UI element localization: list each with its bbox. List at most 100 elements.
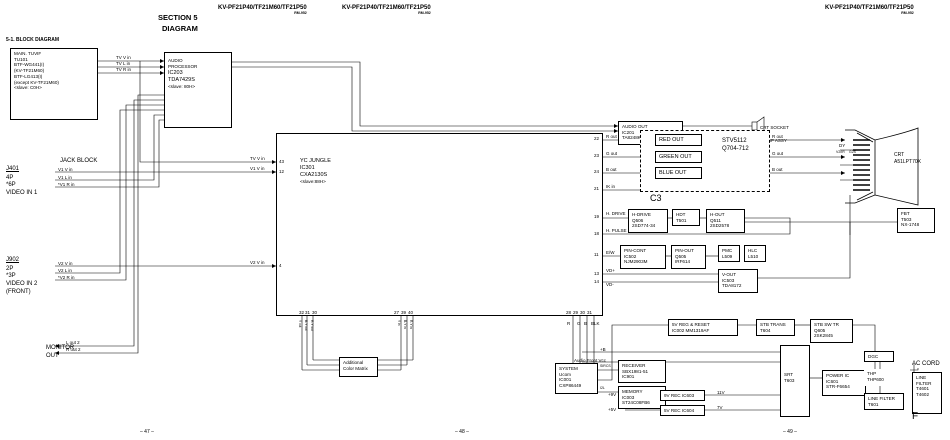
block-ic: L510 [748,253,759,259]
j401-line: *6P [6,182,16,188]
pin-number: 21 [594,186,600,191]
rail-tap-label: 7V [717,405,723,410]
f-label: F [912,411,919,422]
signal-label: V1 V in [58,167,73,172]
block-title: PIN-OUT [675,248,694,253]
9v-rec-block: 9V REC IC603 [660,390,705,401]
pin-number: 22 [594,136,600,141]
signal-label: R out 2 [66,347,81,352]
pin-label: Y in [397,320,402,326]
block-title: HLC [748,248,758,253]
block-ic: T601 [868,401,879,407]
block-title: 5V REG & RESET [672,322,710,327]
block-ic: Q506 [632,217,644,223]
pin-number: 31 [587,310,593,315]
hdt-block: HDT T501 [672,209,700,226]
block-title: SRT [784,372,794,377]
block-ic: L509 [722,253,733,259]
block-part: 2SD2578 [710,223,730,229]
page-header-left: KV-PF21P40/TF21M60/TF21P50 RM-952 [218,5,307,16]
block-part: NX-1748 [901,222,920,228]
tuner-block: MAIN. TUVIF TU101 BTF-WG441(I) (KV-TF21M… [10,48,98,120]
block-title: FBT [901,211,910,216]
tuner-line: (except KV-TF21M60) [14,79,59,85]
block-title: PIN-CONT [624,248,647,253]
pin-number: 27 [394,310,400,315]
block-part: STR-F6654 [826,384,850,390]
block-title: RECEIVER [622,363,646,368]
j902-line: (FRONT) [6,289,31,295]
pin-number: 31 [305,310,311,315]
monitor-out-line: OUT [46,353,59,359]
diagram-title: 5-1. BLOCK DIAGRAM [6,37,60,43]
pin-number: 11 [594,252,599,257]
block-ic: IC201 [622,129,635,135]
system-block: SYSTEM Ucom IC001 CXP86449 [555,363,598,394]
signal-label: VD+ [606,268,615,273]
signal-label: V2 V in [58,261,73,266]
block-ic: THP600 [867,376,884,382]
block-title: THP [867,371,877,376]
signal-label: V2 L in [58,268,72,273]
block-ic: IC901 [622,374,635,380]
line-filter-2-block: LINE FILTER T4601 T4602 [912,372,942,414]
monitor-out-line: MONITOR [46,345,75,351]
j902-line: *3P [6,273,16,279]
pin-number: 28 [566,310,572,315]
j401-line: VIDEO IN 1 [6,190,38,196]
block-ic: T603 [784,377,795,383]
pin-label: G [577,321,581,326]
memory-block: MEMORY IC003 ST24C08FB6 [618,386,666,409]
block-ic: IC601 [826,378,839,384]
sircs-label: SIRCS [600,364,611,368]
signal-label: B out [606,167,617,172]
model-number: KV-PF21P40/TF21M60/TF21P50 [342,5,431,11]
signal-label: G out [772,151,784,156]
signal-label: TV L in [116,61,131,66]
block-title: SYSTEM [559,366,578,371]
pin-label: Y out [298,320,303,328]
block-ic: IC003 [622,394,635,400]
pin-number: 24 [594,169,600,174]
pmc-block: PMC L509 [718,245,740,262]
j902-line: VIDEO IN 2 [6,281,38,287]
block-ic: T4601 [916,386,930,392]
dgc-block: DGC [864,351,894,362]
power-ic-block: POWER IC IC601 STR-F6654 [822,370,866,396]
page-number: – 48 – [455,429,469,435]
signal-label: TV V in [250,156,265,161]
block-title: H-OUT [710,212,725,217]
pin-cont-block: PIN-CONT IC502 NJM2903M [620,245,666,269]
block-ic: IC002 MM1319AF [672,327,710,333]
i2c-label: I2L [600,386,605,390]
receiver-block: RECEIVER SBX1981-51 IC901 [618,360,666,383]
pin-number: 30 [580,310,586,315]
signal-label: G out [606,151,618,156]
block-title: H-DRIVE [632,212,651,217]
srt-block: SRT T603 [780,345,810,417]
section-number: SECTION 5 [158,13,198,22]
block-part: ST24C08FB6 [622,400,650,406]
pin-number: 13 [594,271,600,276]
v2-label: V2/IR [836,150,845,154]
block-part: IRF614 [675,259,691,265]
rail-tap-label: 11V [717,390,725,395]
pin-number: 18 [594,231,600,236]
c3-label: C3 [650,193,662,203]
model-number: KV-PF21P40/TF21M60/TF21P50 [218,5,307,11]
block-ic: IC001 [559,377,572,383]
signal-label: B out [772,167,783,172]
block-title: PMC [722,248,733,253]
block-part: TDA7429S [168,77,195,84]
rm-number: RM-952 [294,11,307,15]
signal-label: *V1 R in [58,182,75,187]
block-title: Color Matrix [343,365,368,371]
model-number: KV-PF21P40/TF21M60/TF21P50 [825,5,914,11]
block-note: <slave: 80H> [168,84,196,90]
stv-part: STV5112 [722,138,747,144]
block-note: <slave:88H> [300,178,326,184]
green-out-block: GREEN OUT [655,151,702,163]
block-title: RED OUT [659,137,684,143]
block-title: LINE FILTER [868,396,895,401]
rail-label: Audio Front Vcc [574,358,607,363]
